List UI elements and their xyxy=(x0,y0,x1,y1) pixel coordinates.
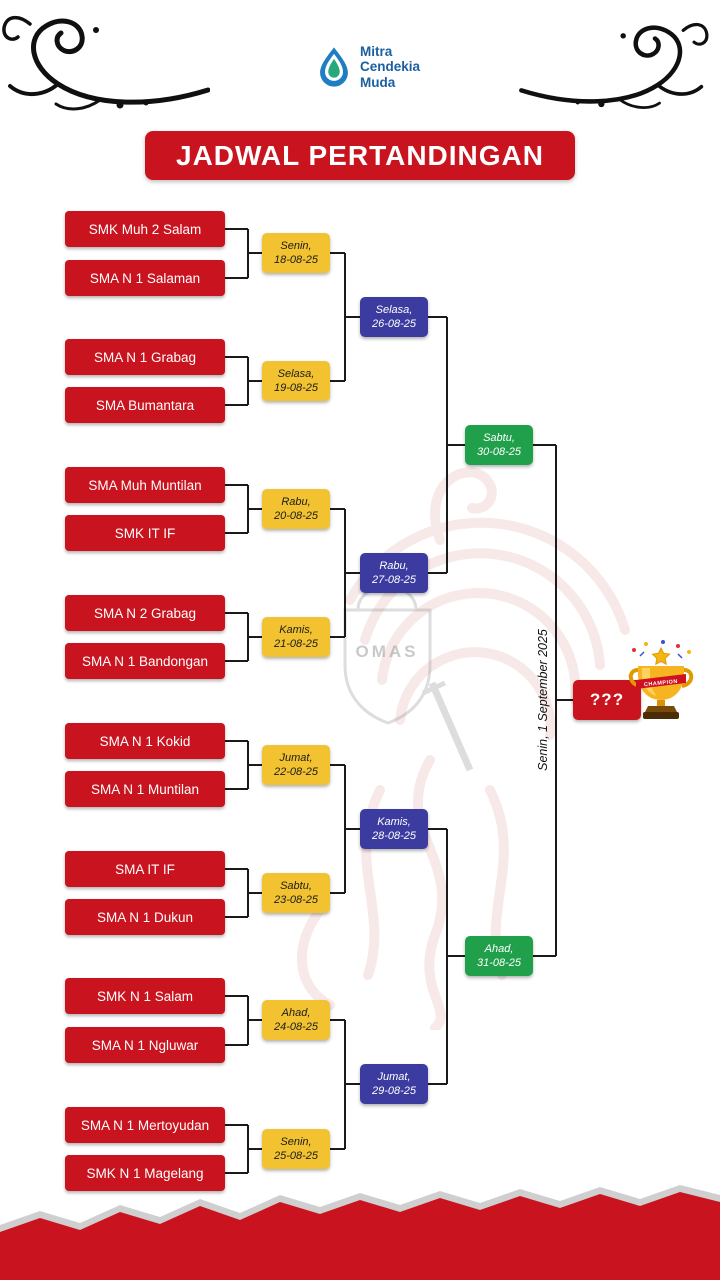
team-box: SMA N 2 Grabag xyxy=(65,595,225,631)
team-box: SMA N 1 Dukun xyxy=(65,899,225,935)
round1-match-box: Kamis, 21-08-25 xyxy=(262,617,330,657)
match-date: 26-08-25 xyxy=(371,318,417,330)
match-date: 21-08-25 xyxy=(273,638,319,650)
match-date: 31-08-25 xyxy=(476,957,522,969)
match-date: 27-08-25 xyxy=(371,574,417,586)
watermark-text: OMAS xyxy=(356,642,419,661)
final-date-vertical: Senin, 1 September 2025 xyxy=(536,629,550,771)
match-date: 22-08-25 xyxy=(273,766,319,778)
round1-match-box: Rabu, 20-08-25 xyxy=(262,489,330,529)
match-day: Jumat, xyxy=(279,751,313,764)
semifinal-match-box: Sabtu, 30-08-25 xyxy=(465,425,533,465)
final-winner-box: ??? xyxy=(573,680,641,720)
team-box: SMK Muh 2 Salam xyxy=(65,211,225,247)
team-box: SMA N 1 Grabag xyxy=(65,339,225,375)
team-box: SMA Muh Muntilan xyxy=(65,467,225,503)
logo-drop-icon xyxy=(320,47,348,87)
round1-match-box: Selasa, 19-08-25 xyxy=(262,361,330,401)
match-day: Ahad, xyxy=(484,942,514,955)
round1-match-box: Sabtu, 23-08-25 xyxy=(262,873,330,913)
page-title: JADWAL PERTANDINGAN xyxy=(145,131,575,180)
match-day: Sabtu, xyxy=(280,879,312,892)
team-box: SMK N 1 Magelang xyxy=(65,1155,225,1191)
match-date: 23-08-25 xyxy=(273,894,319,906)
team-box: SMK N 1 Salam xyxy=(65,978,225,1014)
round1-match-box: Jumat, 22-08-25 xyxy=(262,745,330,785)
match-date: 25-08-25 xyxy=(273,1150,319,1162)
match-day: Selasa, xyxy=(277,367,315,380)
round1-match-box: Ahad, 24-08-25 xyxy=(262,1000,330,1040)
shield-watermark-icon: OMAS xyxy=(343,575,474,772)
corner-flourish-right-icon xyxy=(519,23,709,109)
match-date: 18-08-25 xyxy=(273,254,319,266)
trophy-icon: CHAMPION xyxy=(628,640,694,719)
logo: Mitra Cendekia Muda xyxy=(316,44,420,90)
match-date: 19-08-25 xyxy=(273,382,319,394)
match-day: Sabtu, xyxy=(483,431,515,444)
logo-line: Muda xyxy=(360,74,396,90)
match-date: 20-08-25 xyxy=(273,510,319,522)
match-day: Kamis, xyxy=(279,623,313,636)
round1-match-box: Senin, 18-08-25 xyxy=(262,233,330,273)
team-box: SMK IT IF xyxy=(65,515,225,551)
match-day: Senin, xyxy=(280,1135,312,1148)
logo-line: Mitra xyxy=(360,44,393,60)
match-day: Jumat, xyxy=(377,1070,411,1083)
team-box: SMA Bumantara xyxy=(65,387,225,423)
match-day: Selasa, xyxy=(375,303,413,316)
team-box: SMA N 1 Ngluwar xyxy=(65,1027,225,1063)
torn-paper-edge xyxy=(0,1185,720,1280)
logo-text: Mitra Cendekia Muda xyxy=(360,44,420,89)
match-date: 30-08-25 xyxy=(476,446,522,458)
team-box: SMA N 1 Muntilan xyxy=(65,771,225,807)
match-date: 24-08-25 xyxy=(273,1021,319,1033)
round2-match-box: Selasa, 26-08-25 xyxy=(360,297,428,337)
round1-match-box: Senin, 25-08-25 xyxy=(262,1129,330,1169)
team-box: SMA N 1 Mertoyudan xyxy=(65,1107,225,1143)
round2-match-box: Jumat, 29-08-25 xyxy=(360,1064,428,1104)
team-box: SMA N 1 Bandongan xyxy=(65,643,225,679)
match-day: Senin, xyxy=(280,239,312,252)
team-box: SMA IT IF xyxy=(65,851,225,887)
match-day: Rabu, xyxy=(281,495,311,508)
semifinal-match-box: Ahad, 31-08-25 xyxy=(465,936,533,976)
garuda-watermark-icon xyxy=(296,467,630,1030)
round2-match-box: Kamis, 28-08-25 xyxy=(360,809,428,849)
logo-line: Cendekia xyxy=(360,59,421,75)
trophy-ribbon-text: CHAMPION xyxy=(644,679,678,689)
match-day: Rabu, xyxy=(379,559,409,572)
team-box: SMA N 1 Salaman xyxy=(65,260,225,296)
match-day: Ahad, xyxy=(281,1006,311,1019)
match-day: Kamis, xyxy=(377,815,411,828)
match-date: 28-08-25 xyxy=(371,830,417,842)
round2-match-box: Rabu, 27-08-25 xyxy=(360,553,428,593)
corner-flourish-left-icon xyxy=(2,15,210,111)
match-date: 29-08-25 xyxy=(371,1085,417,1097)
team-box: SMA N 1 Kokid xyxy=(65,723,225,759)
